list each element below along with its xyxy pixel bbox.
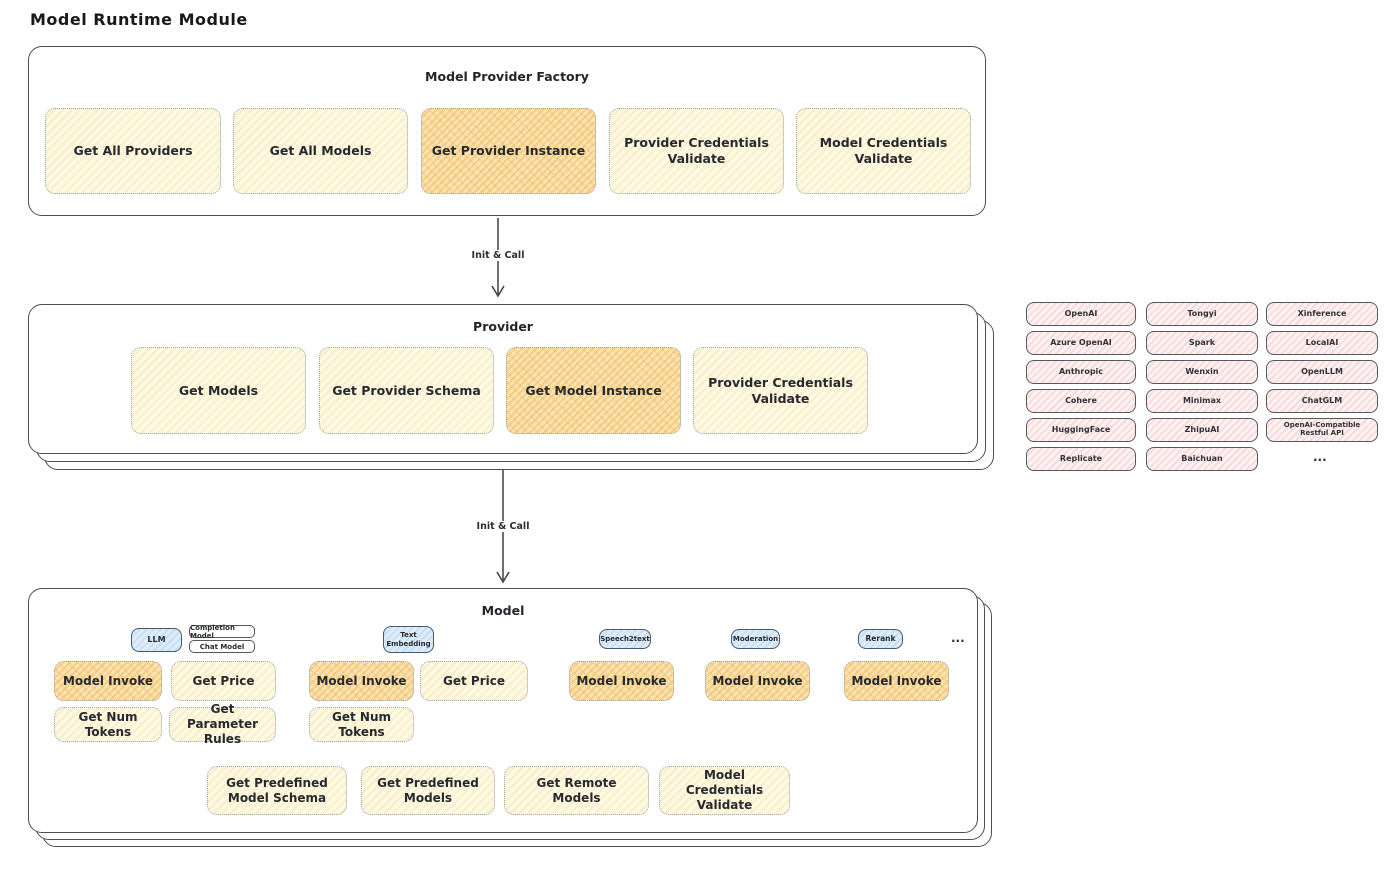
- provider-credentials-validate-node-2[interactable]: Provider Credentials Validate: [693, 347, 868, 434]
- speech2text-model-invoke-node[interactable]: Model Invoke: [569, 661, 674, 701]
- embedding-model-invoke-node[interactable]: Model Invoke: [309, 661, 414, 701]
- model-type-chat-tab[interactable]: Chat Model: [189, 640, 255, 653]
- llm-get-price-node[interactable]: Get Price: [171, 661, 276, 701]
- provider-chip-localai[interactable]: LocalAI: [1266, 331, 1378, 355]
- provider-chip-huggingface[interactable]: HuggingFace: [1026, 418, 1136, 442]
- llm-get-num-tokens-node[interactable]: Get Num Tokens: [54, 707, 162, 742]
- get-all-models-node[interactable]: Get All Models: [233, 108, 408, 194]
- llm-get-parameter-rules-node[interactable]: Get Parameter Rules: [169, 702, 276, 746]
- init-call-label-1: Init & Call: [466, 250, 530, 261]
- provider-credentials-validate-node[interactable]: Provider Credentials Validate: [609, 108, 784, 194]
- provider-chip-xinference[interactable]: Xinference: [1266, 302, 1378, 326]
- model-types-ellipsis: ...: [951, 631, 965, 645]
- provider-chip-baichuan[interactable]: Baichuan: [1146, 447, 1258, 471]
- provider-card: Provider Get Models Get Provider Schema …: [28, 304, 978, 454]
- get-remote-models-node[interactable]: Get Remote Models: [504, 766, 649, 815]
- get-predefined-model-schema-node[interactable]: Get Predefined Model Schema: [207, 766, 347, 815]
- factory-title: Model Provider Factory: [425, 69, 589, 84]
- provider-chip-cohere[interactable]: Cohere: [1026, 389, 1136, 413]
- page-title: Model Runtime Module: [30, 10, 248, 29]
- provider-chip-spark[interactable]: Spark: [1146, 331, 1258, 355]
- model-type-rerank-pill[interactable]: Rerank: [858, 629, 903, 649]
- moderation-model-invoke-node[interactable]: Model Invoke: [705, 661, 810, 701]
- provider-chip-openai-compatible[interactable]: OpenAI-Compatible Restful API: [1266, 418, 1378, 442]
- model-type-llm-pill[interactable]: LLM: [131, 628, 182, 652]
- embedding-get-num-tokens-node[interactable]: Get Num Tokens: [309, 707, 414, 742]
- model-type-completion-tab[interactable]: Completion Model: [189, 624, 255, 640]
- get-provider-schema-node[interactable]: Get Provider Schema: [319, 347, 494, 434]
- rerank-model-invoke-node[interactable]: Model Invoke: [844, 661, 949, 701]
- get-model-instance-node[interactable]: Get Model Instance: [506, 347, 681, 434]
- get-models-node[interactable]: Get Models: [131, 347, 306, 434]
- model-title: Model: [481, 603, 525, 618]
- init-call-label-2: Init & Call: [471, 521, 535, 532]
- model-type-speech2text-pill[interactable]: Speech2text: [599, 629, 651, 649]
- provider-chip-wenxin[interactable]: Wenxin: [1146, 360, 1258, 384]
- provider-chip-openai[interactable]: OpenAI: [1026, 302, 1136, 326]
- model-type-moderation-pill[interactable]: Moderation: [731, 629, 780, 649]
- get-predefined-models-node[interactable]: Get Predefined Models: [361, 766, 495, 815]
- model-credentials-validate-node-2[interactable]: Model Credentials Validate: [659, 766, 790, 815]
- provider-chip-openllm[interactable]: OpenLLM: [1266, 360, 1378, 384]
- embedding-get-price-node[interactable]: Get Price: [420, 661, 528, 701]
- provider-chip-minimax[interactable]: Minimax: [1146, 389, 1258, 413]
- llm-model-invoke-node[interactable]: Model Invoke: [54, 661, 162, 701]
- model-credentials-validate-node[interactable]: Model Credentials Validate: [796, 108, 971, 194]
- provider-chip-replicate[interactable]: Replicate: [1026, 447, 1136, 471]
- model-type-text-embedding-pill[interactable]: Text Embedding: [383, 626, 434, 653]
- provider-list-ellipsis: ...: [1313, 450, 1327, 464]
- provider-chip-tongyi[interactable]: Tongyi: [1146, 302, 1258, 326]
- provider-chip-azure-openai[interactable]: Azure OpenAI: [1026, 331, 1136, 355]
- get-all-providers-node[interactable]: Get All Providers: [45, 108, 221, 194]
- provider-chip-chatglm[interactable]: ChatGLM: [1266, 389, 1378, 413]
- model-card: Model LLM Completion Model Chat Model Te…: [28, 588, 978, 833]
- factory-card: Model Provider Factory Get All Providers…: [28, 46, 986, 216]
- provider-chip-anthropic[interactable]: Anthropic: [1026, 360, 1136, 384]
- provider-chip-zhipuai[interactable]: ZhipuAI: [1146, 418, 1258, 442]
- provider-title: Provider: [473, 319, 533, 334]
- get-provider-instance-node[interactable]: Get Provider Instance: [421, 108, 596, 194]
